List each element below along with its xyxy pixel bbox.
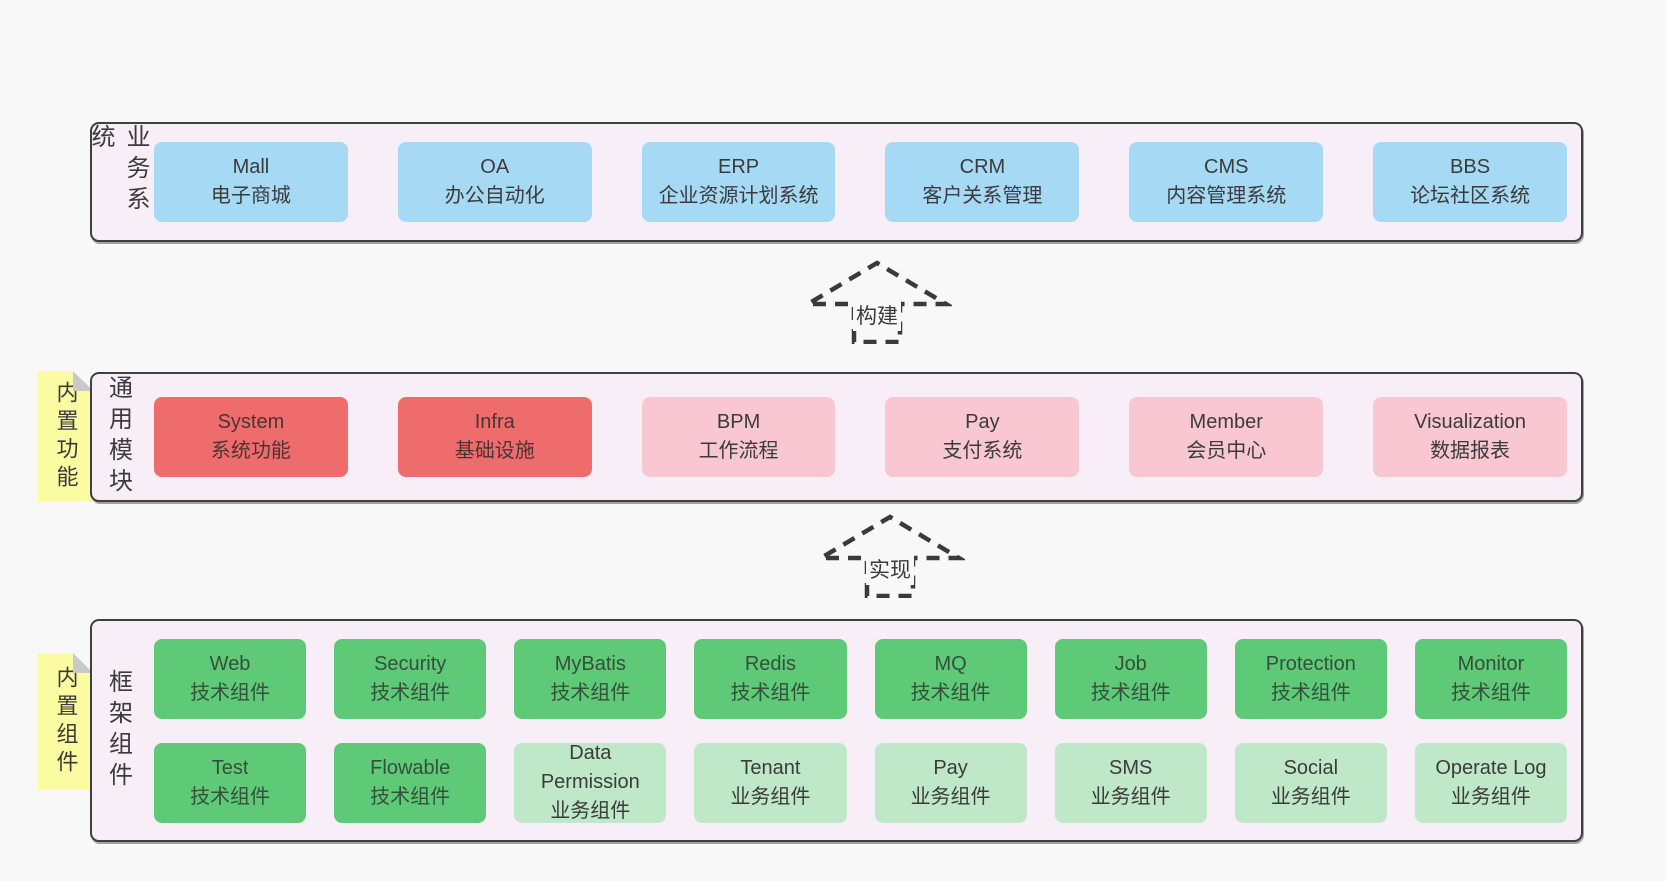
layer-framework-components: 框架组件 Web 技术组件 Security 技术组件 MyBatis 技术组件… — [90, 619, 1583, 842]
up-arrow-icon — [802, 260, 952, 344]
node-bpm: BPM 工作流程 — [641, 397, 836, 477]
arrow-build: 构建 — [802, 254, 952, 344]
node-cms: CMS 内容管理系统 — [1129, 142, 1324, 222]
node-oa: OA 办公自动化 — [397, 142, 592, 222]
node-pay: Pay 支付系统 — [885, 397, 1080, 477]
arrow-implement-label: 实现 — [866, 553, 914, 586]
node-crm: CRM 客户关系管理 — [885, 142, 1080, 222]
layer-label: 业务系统 — [87, 124, 149, 217]
layer-common-modules: 通用模块 System 系统功能 Infra 基础设施 BPM 工作流程 Pay… — [90, 372, 1583, 502]
node-bbs: BBS 论坛社区系统 — [1373, 142, 1567, 222]
node-system: System 系统功能 — [154, 397, 348, 477]
business-systems-row: Mall 电子商城 OA 办公自动化 ERP 企业资源计划系统 CRM 客户关系… — [144, 124, 1581, 240]
node-mall: Mall 电子商城 — [154, 142, 348, 222]
node-mybatis: MyBatis 技术组件 — [514, 638, 667, 719]
node-infra: Infra 基础设施 — [397, 397, 592, 477]
arrow-build-label: 构建 — [853, 299, 901, 332]
sticky-note-label: 内置功能 — [53, 380, 79, 493]
sticky-note-builtin-components: 内置组件 — [38, 653, 93, 790]
node-operate-log: Operate Log 业务组件 — [1414, 742, 1567, 823]
node-security: Security 技术组件 — [334, 638, 487, 719]
arrow-implement: 实现 — [815, 508, 965, 598]
sticky-note-label: 内置组件 — [53, 665, 79, 778]
layer-business-systems: 业务系统 Mall 电子商城 OA 办公自动化 ERP 企业资源计划系统 CRM… — [87, 122, 1583, 242]
node-visualization: Visualization 数据报表 — [1373, 397, 1567, 477]
node-redis: Redis 技术组件 — [694, 638, 847, 719]
node-flowable: Flowable 技术组件 — [334, 742, 487, 823]
sticky-fold-icon — [73, 653, 93, 673]
node-test: Test 技术组件 — [154, 742, 307, 823]
node-monitor: Monitor 技术组件 — [1414, 638, 1567, 719]
node-member: Member 会员中心 — [1129, 397, 1324, 477]
node-pay-component: Pay 业务组件 — [874, 742, 1027, 823]
sticky-fold-icon — [73, 371, 93, 391]
node-data-permission: Data Permission 业务组件 — [514, 742, 667, 823]
node-job: Job 技术组件 — [1054, 638, 1207, 719]
node-protection: Protection 技术组件 — [1234, 638, 1387, 719]
sticky-note-builtin-features: 内置功能 — [38, 371, 93, 502]
common-modules-row: System 系统功能 Infra 基础设施 BPM 工作流程 Pay 支付系统… — [144, 374, 1581, 500]
up-arrow-icon — [815, 514, 965, 598]
node-tenant: Tenant 业务组件 — [694, 742, 847, 823]
node-mq: MQ 技术组件 — [874, 638, 1027, 719]
node-social: Social 业务组件 — [1234, 742, 1387, 823]
layer-label: 框架组件 — [104, 668, 132, 793]
node-sms: SMS 业务组件 — [1054, 742, 1207, 823]
layer-label: 通用模块 — [104, 375, 132, 499]
framework-components-grid: Web 技术组件 Security 技术组件 MyBatis 技术组件 Redi… — [144, 621, 1581, 840]
node-erp: ERP 企业资源计划系统 — [641, 142, 836, 222]
node-web: Web 技术组件 — [154, 638, 307, 719]
